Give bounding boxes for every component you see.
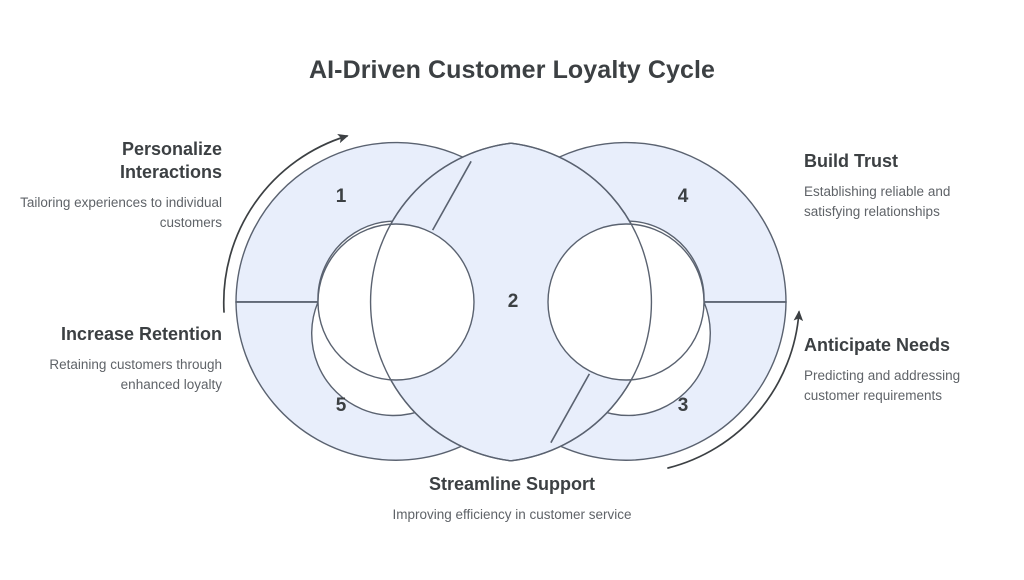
right-loop-arrow [667, 310, 804, 469]
lens-right-boundary [510, 142, 653, 462]
left-loop-arrow [222, 134, 349, 313]
left-inner-hole [317, 223, 475, 381]
label-increase-retention: Increase Retention Retaining customers t… [20, 323, 222, 394]
right-inner-hole [547, 223, 705, 381]
segment-4-arc [549, 141, 787, 303]
segment-number-1: 1 [336, 186, 347, 207]
segment-1-arc [235, 141, 473, 303]
label-streamline-support: Streamline Support Improving efficiency … [372, 473, 652, 525]
label-increase-title: Increase Retention [60, 324, 222, 344]
label-build-trust: Build Trust Establishing reliable and sa… [804, 150, 1004, 221]
label-build-desc: Establishing reliable and satisfying rel… [804, 184, 951, 219]
segment-number-2: 2 [508, 291, 519, 312]
segment-number-4: 4 [678, 186, 689, 207]
label-anticipate-desc: Predicting and addressing customer requi… [804, 368, 961, 403]
divider-right-radial [550, 373, 591, 444]
label-streamline-title: Streamline Support [428, 474, 596, 494]
label-increase-desc: Retaining customers through enhanced loy… [49, 357, 222, 392]
label-personalize-interactions: Personalize Interactions Tailoring exper… [20, 138, 222, 232]
label-personalize-title: Personalize Interactions [119, 139, 222, 183]
segment-number-3: 3 [678, 395, 689, 416]
lens-left-boundary [369, 142, 512, 462]
page-title: AI-Driven Customer Loyalty Cycle [308, 56, 716, 84]
label-anticipate-title: Anticipate Needs [804, 335, 951, 355]
label-streamline-desc: Improving efficiency in customer service [392, 507, 632, 523]
label-anticipate-needs: Anticipate Needs Predicting and addressi… [804, 334, 1004, 405]
divider-left-radial [431, 160, 472, 231]
segment-number-5: 5 [336, 395, 347, 416]
label-build-title: Build Trust [804, 151, 898, 171]
label-personalize-desc: Tailoring experiences to individual cust… [20, 195, 222, 230]
